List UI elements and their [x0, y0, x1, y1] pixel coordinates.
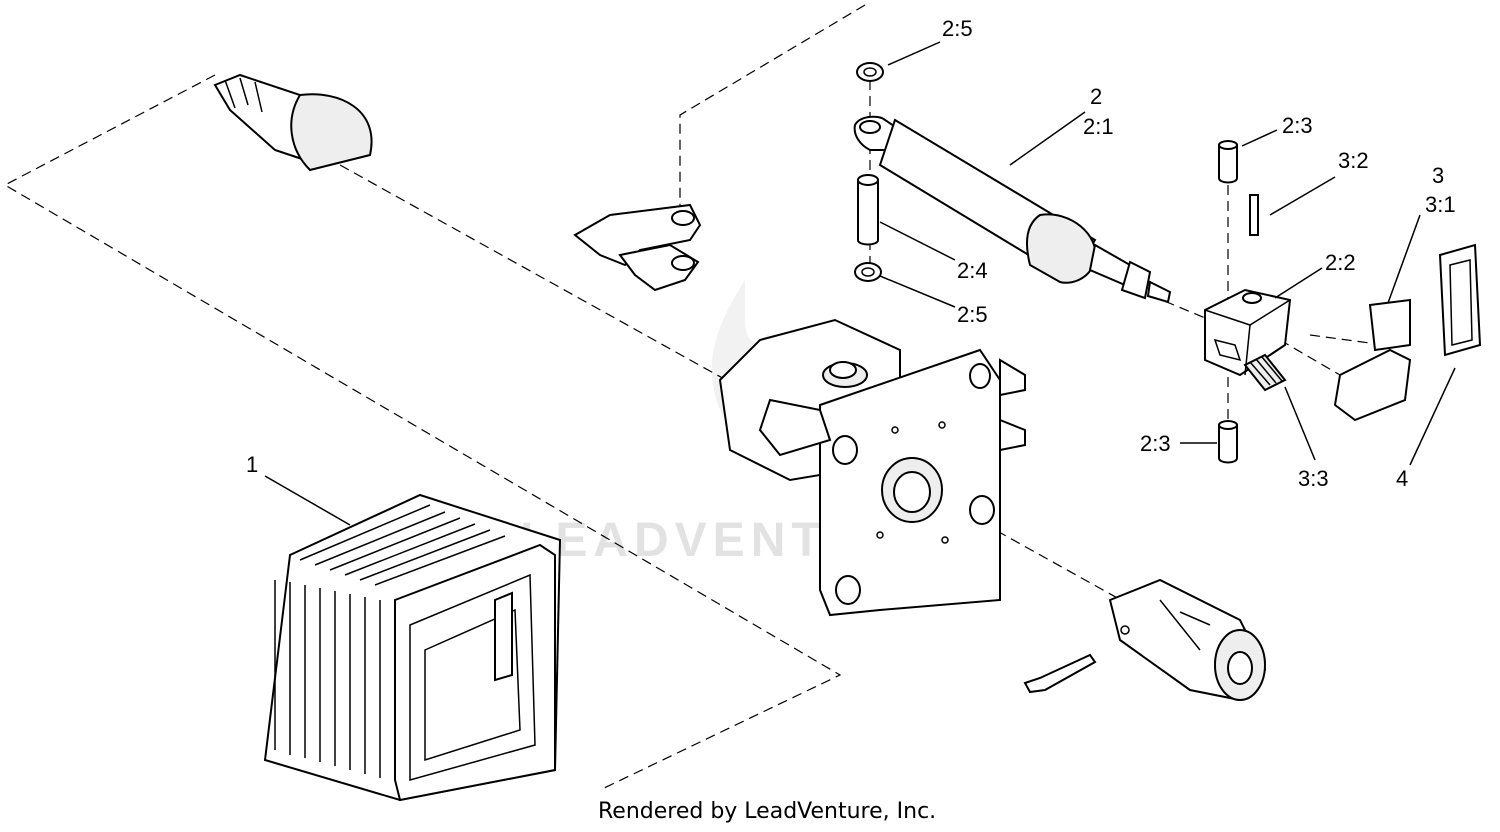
gas-cylinder: [853, 115, 1172, 304]
callout-2-4: 2:4: [957, 258, 988, 283]
callout-2-5-bottom: 2:5: [957, 302, 988, 327]
callout-4: 4: [1396, 466, 1408, 491]
bellows-boot: [263, 493, 562, 802]
callout-2-3-bottom: 2:3: [1140, 431, 1171, 456]
callout-3-3: 3:3: [1298, 466, 1329, 491]
mounting-bracket: [573, 203, 702, 292]
leader-lines: [264, 41, 1456, 526]
callout-1: 1: [246, 452, 258, 477]
credit-text: Rendered by LeadVenture, Inc.: [598, 799, 936, 824]
callout-3-1: 3:1: [1425, 192, 1456, 217]
callout-2-3-top: 2:3: [1282, 113, 1313, 138]
clevis-block: [1204, 288, 1292, 377]
end-cap: [1438, 243, 1482, 357]
steering-shaft: [213, 73, 373, 172]
callout-2-2: 2:2: [1325, 250, 1356, 275]
callout-2-1: 2:1: [1083, 114, 1114, 139]
callout-3: 3: [1432, 163, 1444, 188]
spring: [1243, 353, 1287, 392]
pivot-bracket-assembly: [718, 318, 1026, 617]
latch-plate: [1333, 298, 1412, 422]
universal-joint: [1023, 578, 1267, 702]
dowel-pins: [1218, 140, 1259, 464]
pin-and-washers: [854, 62, 884, 282]
callout-2: 2: [1090, 84, 1102, 109]
callout-3-2: 3:2: [1338, 148, 1369, 173]
callout-2-5-top: 2:5: [942, 16, 973, 41]
